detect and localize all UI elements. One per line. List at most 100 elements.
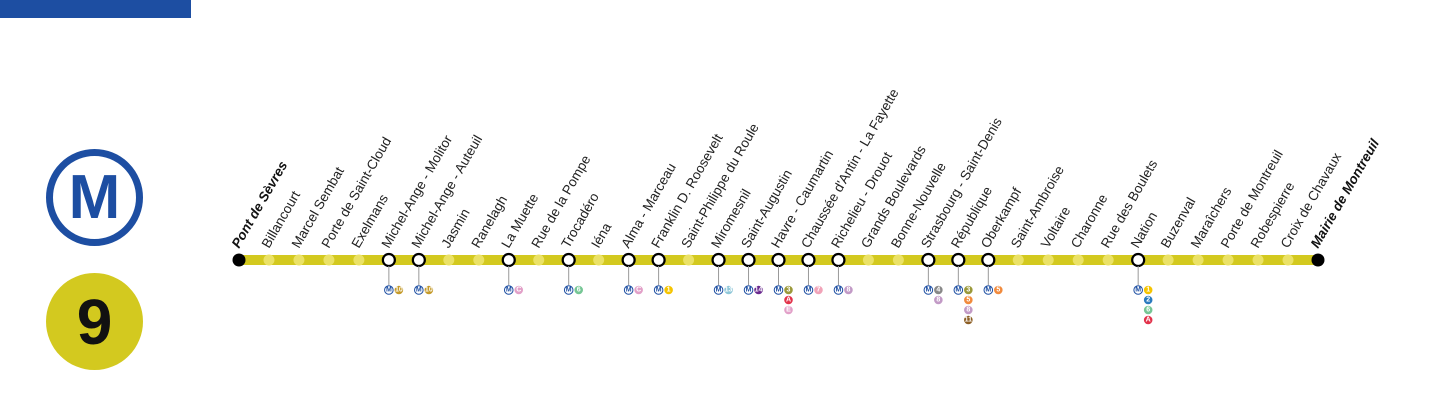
metro-symbol-letter: M [656,287,662,294]
metro-symbol-icon [623,285,634,295]
interchange-marker [651,252,666,268]
station-dot [683,254,695,266]
interchange-marker [1131,252,1146,268]
interchange-marker [411,252,426,268]
metro-symbol-icon [414,285,424,295]
metro-symbol-letter: M [746,287,752,294]
metro-1-badge [1143,285,1153,295]
rer-C-badge-label: C [516,287,521,294]
metro-symbol-icon [923,285,934,295]
station-dot [533,254,545,266]
metro-3-badge-label: 3 [787,287,791,294]
station-name: Jasmin [438,206,472,251]
metro-symbol-icon [743,285,754,295]
station-dot [323,254,335,266]
metro-symbol-letter: M [985,287,991,294]
metro-logo-letter: M [68,162,121,232]
metro-1-badge-label: 1 [1146,287,1150,294]
metro-6-badge [574,285,583,295]
interchange-marker [801,252,816,268]
metro-10-badge [424,285,434,295]
metro-symbol-letter: M [626,287,632,294]
metro-8-badge-label: 8 [966,307,970,314]
station-dot [443,254,455,266]
metro-5-badge [994,285,1003,295]
metro-5-badge-label: 5 [996,287,1000,294]
interchange-marker [951,252,966,268]
metro-8-badge [844,285,853,295]
interchange-marker [771,252,786,268]
metro-3-badge-label: 3 [966,287,970,294]
metro-5-badge-label: 5 [966,297,970,304]
station-dot [1282,254,1294,266]
interchange-marker [561,252,576,268]
metro-4-badge-label: 4 [936,287,940,294]
metro-symbol-icon [803,285,814,295]
line-number: 9 [76,285,113,358]
metro-8-badge-label: 8 [936,297,940,304]
metro-symbol-letter: M [386,287,392,294]
interchange-marker [621,252,636,268]
station-dot [1222,254,1234,266]
metro-14-badge-label: 14 [755,287,763,294]
station-dot [1252,254,1264,266]
metro-symbol-letter: M [416,287,422,294]
metro-11-badge [964,315,973,325]
rer-E-badge [784,305,793,315]
rer-E-badge-label: E [786,307,791,314]
line-number-badge: 9 [46,273,143,370]
metro-symbol-icon [833,285,844,295]
metro-8-badge [934,295,943,305]
terminus-marker [232,253,246,267]
interchange-marker [831,252,846,268]
station-dot [892,254,904,266]
interchange-marker [711,252,726,268]
metro-symbol-letter: M [955,287,961,294]
metro-10-badge-label: 10 [395,287,403,294]
station-dot [1192,254,1204,266]
station-name: Nation [1128,209,1161,250]
station-28: Charonne [1068,192,1110,266]
station-dot [1102,254,1114,266]
metro-symbol-letter: M [836,287,842,294]
rer-A-badge [1143,315,1153,325]
interchange-marker [981,252,996,268]
metro-2-badge [1143,295,1153,305]
metro-10-badge-label: 10 [425,287,433,294]
interchange-marker [381,252,396,268]
metro-6-badge-label: 6 [1146,307,1150,314]
metro-5-badge [964,295,973,305]
metro-symbol-icon [713,285,724,295]
metro-6-badge-label: 6 [577,287,581,294]
metro-10-badge [394,285,404,295]
metro-11-badge-label: 11 [965,317,973,324]
metro-8-badge [964,305,973,315]
station-dot [1012,254,1024,266]
metro-3-badge [784,285,793,295]
metro-symbol-letter: M [506,287,512,294]
metro-13-badge-label: 13 [725,287,733,294]
terminus-marker [1311,253,1325,267]
metro-7-badge-label: 7 [817,287,821,294]
metro-symbol-icon [653,285,664,295]
metro-symbol-icon [1133,285,1143,295]
metro-symbol-letter: M [925,287,931,294]
station-dot [473,254,485,266]
station-dot [593,254,605,266]
metro-symbol-letter: M [776,287,782,294]
station-dot [1162,254,1174,266]
metro-2-badge-label: 2 [1146,297,1150,304]
station-dot [1072,254,1084,266]
rer-C-badge [514,285,524,295]
metro-6-badge [1143,305,1153,315]
metro-symbol-icon [384,285,394,295]
header-bar [0,0,191,18]
interchange-marker [741,252,756,268]
metro-symbol-icon [953,285,964,295]
station-31: Buzenval [1158,195,1199,266]
